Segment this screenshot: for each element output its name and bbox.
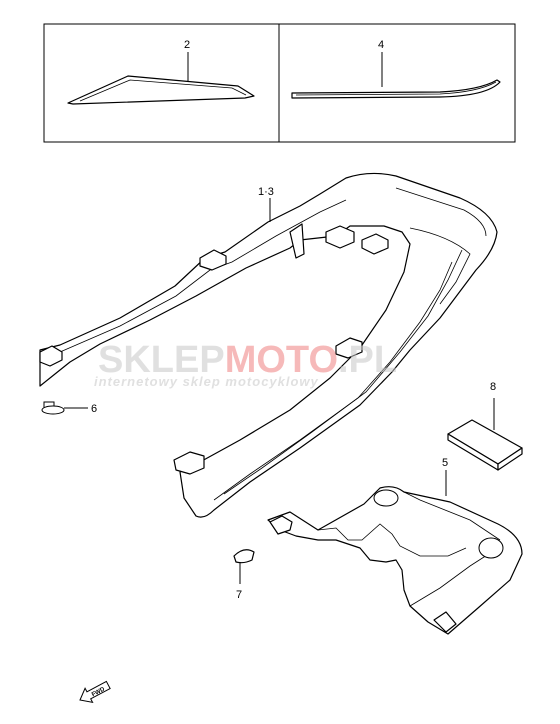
part-5-tray (267, 470, 523, 635)
watermark-brand-gray: SKLEP (98, 339, 225, 381)
callout-5: 5 (442, 457, 448, 469)
callout-6: 6 (91, 403, 97, 415)
fwd-arrow-icon: FWD (79, 680, 111, 704)
svg-text:SKLEPMOTO.PL: SKLEPMOTO.PL (98, 339, 397, 381)
callout-7: 7 (236, 589, 242, 601)
part-2-decal (67, 52, 255, 105)
watermark: SKLEPMOTO.PL internetowy sklep motocyklo… (94, 339, 397, 389)
watermark-brand-red: MOTO (225, 339, 338, 381)
part-7-rivet (233, 549, 255, 584)
watermark-tagline: internetowy sklep motocyklowy (94, 374, 319, 389)
part-1-3-tail-frame (39, 172, 498, 518)
callout-8: 8 (490, 381, 496, 393)
part-4-decal (291, 52, 501, 99)
callout-2: 2 (184, 39, 190, 51)
part-6-bolt (41, 401, 88, 415)
callout-1-3: 1·3 (258, 186, 274, 198)
callout-4: 4 (378, 39, 384, 51)
part-8-pad (447, 398, 523, 471)
watermark-brand-tail: .PL (338, 339, 397, 381)
